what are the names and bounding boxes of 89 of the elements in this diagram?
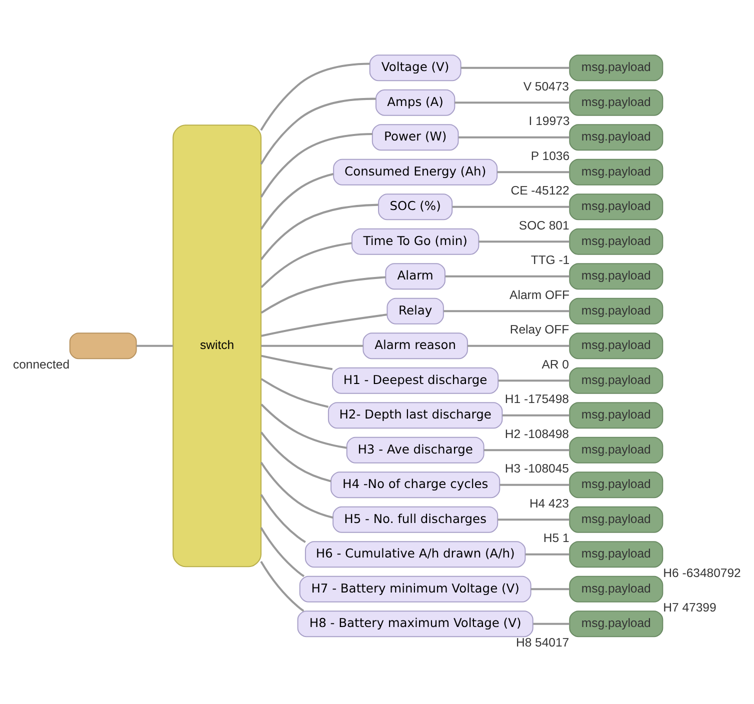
node-box: msg.payload xyxy=(569,402,664,428)
node-box: H1 - Deepest discharge xyxy=(332,366,499,394)
node-box: Alarm reason xyxy=(362,332,468,359)
node-box: Amps (A) xyxy=(375,88,456,116)
connector xyxy=(260,560,304,612)
node-box: H8 - Battery maximum Voltage (V) xyxy=(297,610,534,637)
connector xyxy=(136,344,173,346)
node-box: H6 - Cumulative A/h drawn (A/h) xyxy=(304,540,526,568)
connector xyxy=(260,242,352,288)
connector xyxy=(500,483,570,486)
node-box: SOC (%) xyxy=(378,193,453,220)
node-label: Relay OFF xyxy=(510,322,570,336)
node-box: msg.payload xyxy=(569,193,664,220)
node-box: msg.payload xyxy=(569,262,664,290)
node-box: msg.payload xyxy=(569,506,664,532)
node-label: AR 0 xyxy=(542,356,569,371)
connector xyxy=(497,170,570,173)
connector xyxy=(261,313,388,336)
node-label: H7 47399 xyxy=(663,600,716,614)
node-label: CE -45122 xyxy=(510,183,570,198)
node-box: Power (W) xyxy=(372,124,459,150)
connector xyxy=(260,203,378,260)
node-box: H5 - No. full discharges xyxy=(332,506,498,532)
node-box: msg.payload xyxy=(569,297,664,324)
connector xyxy=(452,205,570,208)
node-box: Voltage (V) xyxy=(369,54,462,81)
node-box: msg.payload xyxy=(569,228,664,254)
node-box: msg.payload xyxy=(569,575,664,602)
node-box: msg.payload xyxy=(569,124,664,150)
node-label: H6 -63480792 xyxy=(663,565,741,580)
node-box: msg.payload xyxy=(569,610,664,637)
connector xyxy=(260,526,305,577)
node-label: connected xyxy=(12,356,70,371)
connector xyxy=(261,344,363,346)
node-box: H4 -No of charge cycles xyxy=(330,471,500,498)
connector xyxy=(458,136,570,138)
connector xyxy=(484,448,570,451)
connector xyxy=(468,344,570,346)
node-box: msg.payload xyxy=(569,88,664,116)
connector xyxy=(460,66,570,68)
node-label: I 19973 xyxy=(528,114,570,128)
connector xyxy=(445,274,570,277)
node-label: P 1036 xyxy=(530,148,570,162)
node-label: SOC 801 xyxy=(518,218,570,232)
node-label: H4 423 xyxy=(529,496,569,510)
connector xyxy=(525,552,570,555)
connector xyxy=(260,403,347,448)
node-box: Alarm xyxy=(385,262,446,290)
node-box: Relay xyxy=(386,297,444,324)
node-label: H1 -175498 xyxy=(504,392,569,406)
connector xyxy=(260,97,376,164)
connector xyxy=(502,414,570,416)
connector xyxy=(260,461,334,518)
node-box: H3 - Ave discharge xyxy=(346,436,484,463)
connector xyxy=(260,276,386,314)
node-box: H2- Depth last discharge xyxy=(328,402,503,428)
connector xyxy=(444,310,570,312)
node-box xyxy=(69,332,137,359)
node-label: H3 -108045 xyxy=(504,461,569,476)
node-box: H7 - Battery minimum Voltage (V) xyxy=(299,575,532,602)
node-label: H8 54017 xyxy=(516,634,570,649)
connector xyxy=(478,240,570,242)
node-label: Alarm OFF xyxy=(510,287,570,302)
connector xyxy=(498,518,570,520)
connector xyxy=(498,379,570,382)
connector xyxy=(261,354,333,370)
node-box: msg.payload xyxy=(569,471,664,498)
node-label: H2 -108498 xyxy=(504,426,569,440)
node-box: msg.payload xyxy=(569,436,664,463)
node-box: Time To Go (min) xyxy=(351,228,480,254)
connector xyxy=(530,588,570,590)
node-label: V 50473 xyxy=(523,78,569,93)
node-box: msg.payload xyxy=(569,158,664,185)
node-label: TTG -1 xyxy=(530,252,570,267)
node-box: msg.payload xyxy=(569,332,664,359)
node-box: msg.payload xyxy=(569,540,664,568)
connector xyxy=(454,101,570,104)
node-box: msg.payload xyxy=(569,54,664,81)
connector xyxy=(260,62,370,130)
connector xyxy=(260,431,332,482)
node-box: Consumed Energy (Ah) xyxy=(333,158,498,185)
connector xyxy=(260,494,306,543)
connector xyxy=(260,378,328,408)
node-box: switch xyxy=(172,124,262,567)
node-label: H5 1 xyxy=(543,530,570,545)
connector xyxy=(533,622,570,624)
node-box: msg.payload xyxy=(569,366,664,394)
connector xyxy=(260,172,334,230)
connector xyxy=(260,132,372,198)
